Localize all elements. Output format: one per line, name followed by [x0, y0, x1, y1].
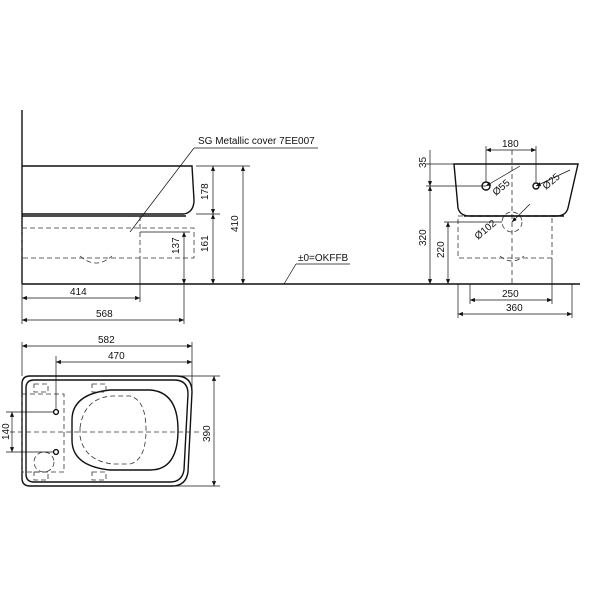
dim-470: 470	[108, 351, 125, 362]
front-view: 180 35 Ø55 Ø25 Ø102 320 220 250 360	[418, 139, 579, 318]
seat-opening	[71, 389, 179, 471]
dim-d102: Ø102	[473, 218, 499, 242]
dim-250: 250	[502, 289, 519, 300]
floor-level-label: ±0=OKFFB	[298, 253, 349, 264]
dim-35: 35	[418, 156, 429, 168]
cover-leader	[129, 147, 195, 233]
leader-25	[535, 169, 571, 187]
front-drain	[499, 255, 525, 262]
dim-410: 410	[230, 215, 241, 232]
dim-178: 178	[200, 183, 211, 200]
dim-d25: Ø25	[541, 171, 563, 192]
dim-414: 414	[70, 287, 87, 298]
hinge-bot	[33, 471, 49, 481]
dim-180: 180	[502, 139, 519, 150]
bolt-hole-lower	[52, 448, 60, 456]
hinge-top-r	[91, 383, 107, 393]
bolt-hole-upper	[52, 408, 60, 416]
dim-360: 360	[506, 303, 523, 314]
floor-leader	[283, 263, 297, 285]
leader-102	[511, 203, 531, 223]
top-view: 582 470 140 390	[1, 335, 220, 487]
drain-outline	[79, 255, 113, 264]
drain-top	[33, 451, 55, 473]
bowl-front-body	[453, 163, 579, 217]
dim-390: 390	[202, 425, 213, 442]
bowl-side-body	[22, 165, 195, 215]
frame-outline	[21, 227, 195, 259]
hinge-top	[33, 383, 49, 393]
dim-d55: Ø55	[491, 177, 513, 198]
dim-161: 161	[200, 235, 211, 252]
dim-140: 140	[1, 423, 12, 440]
bowl-top-outline	[21, 375, 193, 487]
leader-55	[485, 165, 521, 187]
front-frame	[457, 215, 553, 259]
dim-582: 582	[98, 335, 115, 346]
seat-inner-dash	[79, 395, 147, 465]
dim-137: 137	[171, 237, 182, 254]
bowl-top-outline-inner	[25, 379, 189, 483]
dim-320: 320	[418, 229, 429, 246]
dim-220: 220	[436, 241, 447, 258]
top-frame	[21, 393, 65, 473]
hinge-bot-r	[91, 471, 107, 481]
side-view: SG Metallic cover 7EE007 178 410 161 137…	[21, 110, 580, 324]
dim-568: 568	[96, 309, 113, 320]
metallic-cover-label: SG Metallic cover 7EE007	[198, 136, 315, 147]
hole-102	[501, 211, 523, 233]
